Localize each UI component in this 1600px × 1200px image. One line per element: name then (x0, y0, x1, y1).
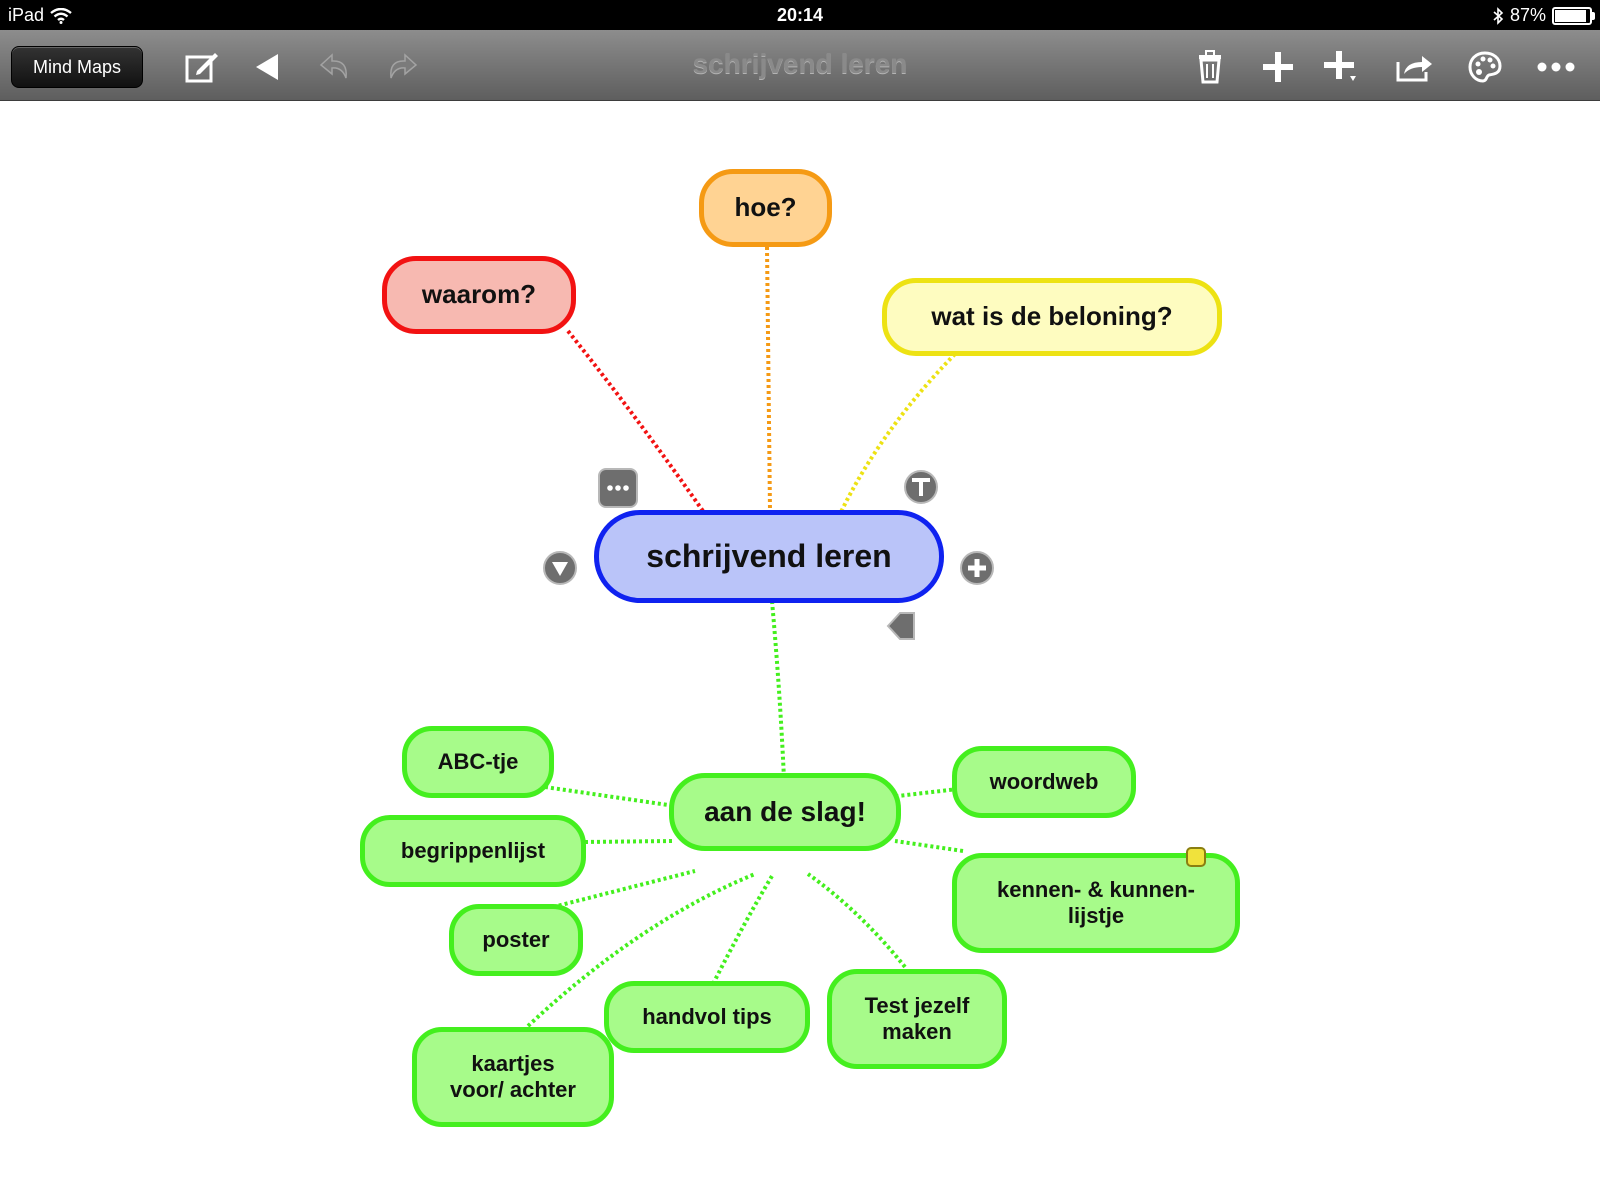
node-label-group: kaartjes voor/ achter (450, 1051, 576, 1104)
add-node-plus-icon[interactable] (959, 550, 995, 586)
link-woordweb (897, 787, 959, 798)
node-test-jezelf-maken[interactable]: Test jezelf maken (827, 969, 1007, 1069)
node-label-line-2: voor/ achter (450, 1077, 576, 1102)
link-abc (544, 785, 676, 808)
bluetooth-icon (1493, 6, 1504, 25)
node-label: wat is de beloning? (931, 301, 1173, 332)
link-kaartjes (526, 872, 756, 1028)
battery-percent: 87% (1509, 5, 1546, 25)
play-back-icon[interactable] (247, 50, 287, 84)
node-kennen-kunnen-lijstje[interactable]: kennen- & kunnen- lijstje (952, 853, 1240, 953)
add-child-icon[interactable] (1258, 50, 1298, 84)
mindmap-links (526, 246, 964, 1028)
toolbar: Mind Maps schrijvend leren (0, 30, 1600, 101)
node-kaartjes-voor-achter[interactable]: kaartjes voor/ achter (412, 1027, 614, 1127)
node-label-group: Test jezelf maken (865, 993, 970, 1046)
node-abc-tje[interactable]: ABC-tje (402, 726, 554, 798)
text-style-icon[interactable] (903, 469, 939, 505)
link-hoe (765, 246, 772, 512)
undo-icon (315, 50, 355, 84)
status-left: iPad (8, 5, 72, 26)
node-label: hoe? (734, 192, 797, 223)
battery-icon (1552, 6, 1595, 25)
node-label-line-1: kennen- & kunnen- (996, 876, 1195, 902)
device-name: iPad (8, 5, 45, 25)
node-label: poster (482, 926, 550, 952)
more-icon[interactable] (1536, 50, 1576, 84)
node-label: woordweb (989, 768, 1099, 794)
node-label: ABC-tje (437, 748, 519, 774)
share-icon[interactable] (1395, 50, 1435, 84)
node-wat-is-de-beloning[interactable]: wat is de beloning? (882, 278, 1222, 356)
link-kennen (894, 839, 964, 853)
status-time: 20:14 (776, 5, 824, 25)
sticky-note-icon[interactable] (1185, 846, 1207, 868)
edit-icon[interactable] (182, 50, 222, 84)
mind-maps-back-button[interactable]: Mind Maps (11, 46, 143, 88)
node-label-line-1: Test jezelf (864, 992, 970, 1018)
link-begrippen (584, 839, 673, 844)
node-woordweb[interactable]: woordweb (952, 746, 1136, 818)
trash-icon[interactable] (1190, 50, 1230, 84)
node-label-line-2: lijstje (1067, 903, 1125, 928)
node-label-line-1: kaartjes (471, 1050, 555, 1076)
note-dots-icon[interactable] (598, 468, 638, 508)
node-label: handvol tips (642, 1003, 772, 1029)
link-beloning (838, 352, 957, 515)
link-poster (552, 869, 696, 909)
link-waarom (566, 329, 707, 516)
battery-fill (1555, 9, 1587, 22)
central-topic-label: schrijvend leren (646, 538, 892, 575)
node-label-group: kennen- & kunnen- lijstje (997, 877, 1195, 930)
node-handvol-tips[interactable]: handvol tips (604, 981, 810, 1053)
status-right: 87% (1492, 5, 1595, 26)
status-bar: iPad 20:14 87% (0, 0, 1600, 30)
node-central-topic[interactable]: schrijvend leren (594, 510, 944, 603)
node-begrippenlijst[interactable]: begrippenlijst (360, 815, 586, 887)
node-label: waarom? (421, 279, 537, 310)
node-label: aan de slag! (704, 796, 866, 828)
document-title: schrijvend leren (692, 48, 908, 79)
collapse-triangle-icon[interactable] (542, 550, 578, 586)
node-aan-de-slag[interactable]: aan de slag! (669, 773, 901, 851)
link-tips (711, 874, 774, 985)
link-slag (770, 600, 786, 780)
node-waarom[interactable]: waarom? (382, 256, 576, 334)
redo-icon (382, 50, 422, 84)
link-test (806, 872, 907, 969)
wifi-icon (50, 7, 72, 24)
resize-handle-icon[interactable] (886, 611, 918, 641)
node-label-line-2: maken (882, 1019, 952, 1044)
mindmap-canvas[interactable]: waarom? hoe? wat is de beloning? schrijv… (0, 101, 1600, 1200)
node-label: begrippenlijst (400, 837, 546, 863)
palette-icon[interactable] (1465, 50, 1505, 84)
node-hoe[interactable]: hoe? (699, 169, 832, 247)
add-sibling-icon[interactable] (1320, 50, 1360, 84)
node-poster[interactable]: poster (449, 904, 583, 976)
